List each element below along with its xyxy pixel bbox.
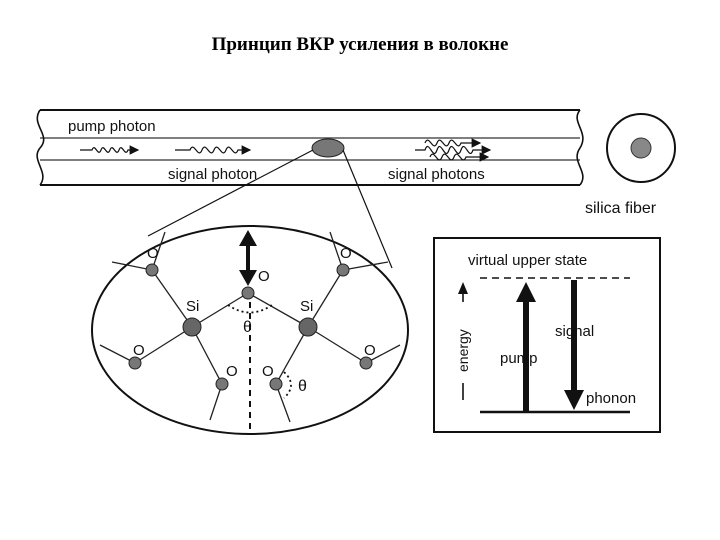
atom-label-o: O [262, 363, 274, 380]
atom-label-si: Si [300, 298, 313, 315]
pump-arrow [516, 282, 536, 412]
oxygen-atom [359, 356, 373, 370]
atom-label-o: O [258, 268, 270, 285]
energy-diagram-frame [433, 237, 661, 433]
zoom-line-left [147, 149, 314, 237]
atom-label-o: O [340, 245, 352, 262]
signal-label: signal [555, 323, 594, 340]
oxygen-atom [128, 356, 142, 370]
theta-angle-label: θ [298, 378, 307, 395]
silicon-atom [182, 317, 202, 337]
atoms [128, 263, 373, 391]
fiber-tube [36, 109, 584, 186]
page-title: Принцип ВКР усиления в волокне [211, 34, 509, 55]
phonon-label: phonon [586, 390, 636, 407]
atom-label-o: O [364, 342, 376, 359]
atom-label-si: Si [186, 298, 199, 315]
signal-photon-label: signal photon [168, 166, 257, 183]
atom-label-o: O [133, 342, 145, 359]
oxygen-atom [241, 286, 255, 300]
zoom-region-marker [311, 138, 345, 158]
pump-photon-label: pump photon [68, 118, 156, 135]
virtual-upper-state-label: virtual upper state [468, 252, 587, 269]
fiber-cross-section [606, 113, 676, 183]
energy-axis-label: energy [455, 329, 471, 372]
signal-arrow [564, 280, 584, 410]
signal-photons-label: signal photons [388, 166, 485, 183]
oxygen-atom [215, 377, 229, 391]
vibration-double-arrow [239, 230, 257, 286]
silicon-atom [298, 317, 318, 337]
signal-wave-packet [175, 145, 252, 155]
pump-wave-packet [80, 145, 140, 155]
energy-axis [458, 282, 468, 400]
silica-fiber-label: silica fiber [585, 200, 657, 217]
atom-label-o: O [226, 363, 238, 380]
amplified-signal-waves [415, 138, 492, 162]
oxygen-atom [269, 377, 283, 391]
zoom-line-right [342, 149, 393, 269]
pump-label: pump [500, 350, 538, 367]
theta-angle-label: θ [243, 319, 252, 336]
oxygen-atom [145, 263, 159, 277]
atom-label-o: O [147, 245, 159, 262]
angle-arc-right [283, 371, 292, 399]
oxygen-atom [336, 263, 350, 277]
